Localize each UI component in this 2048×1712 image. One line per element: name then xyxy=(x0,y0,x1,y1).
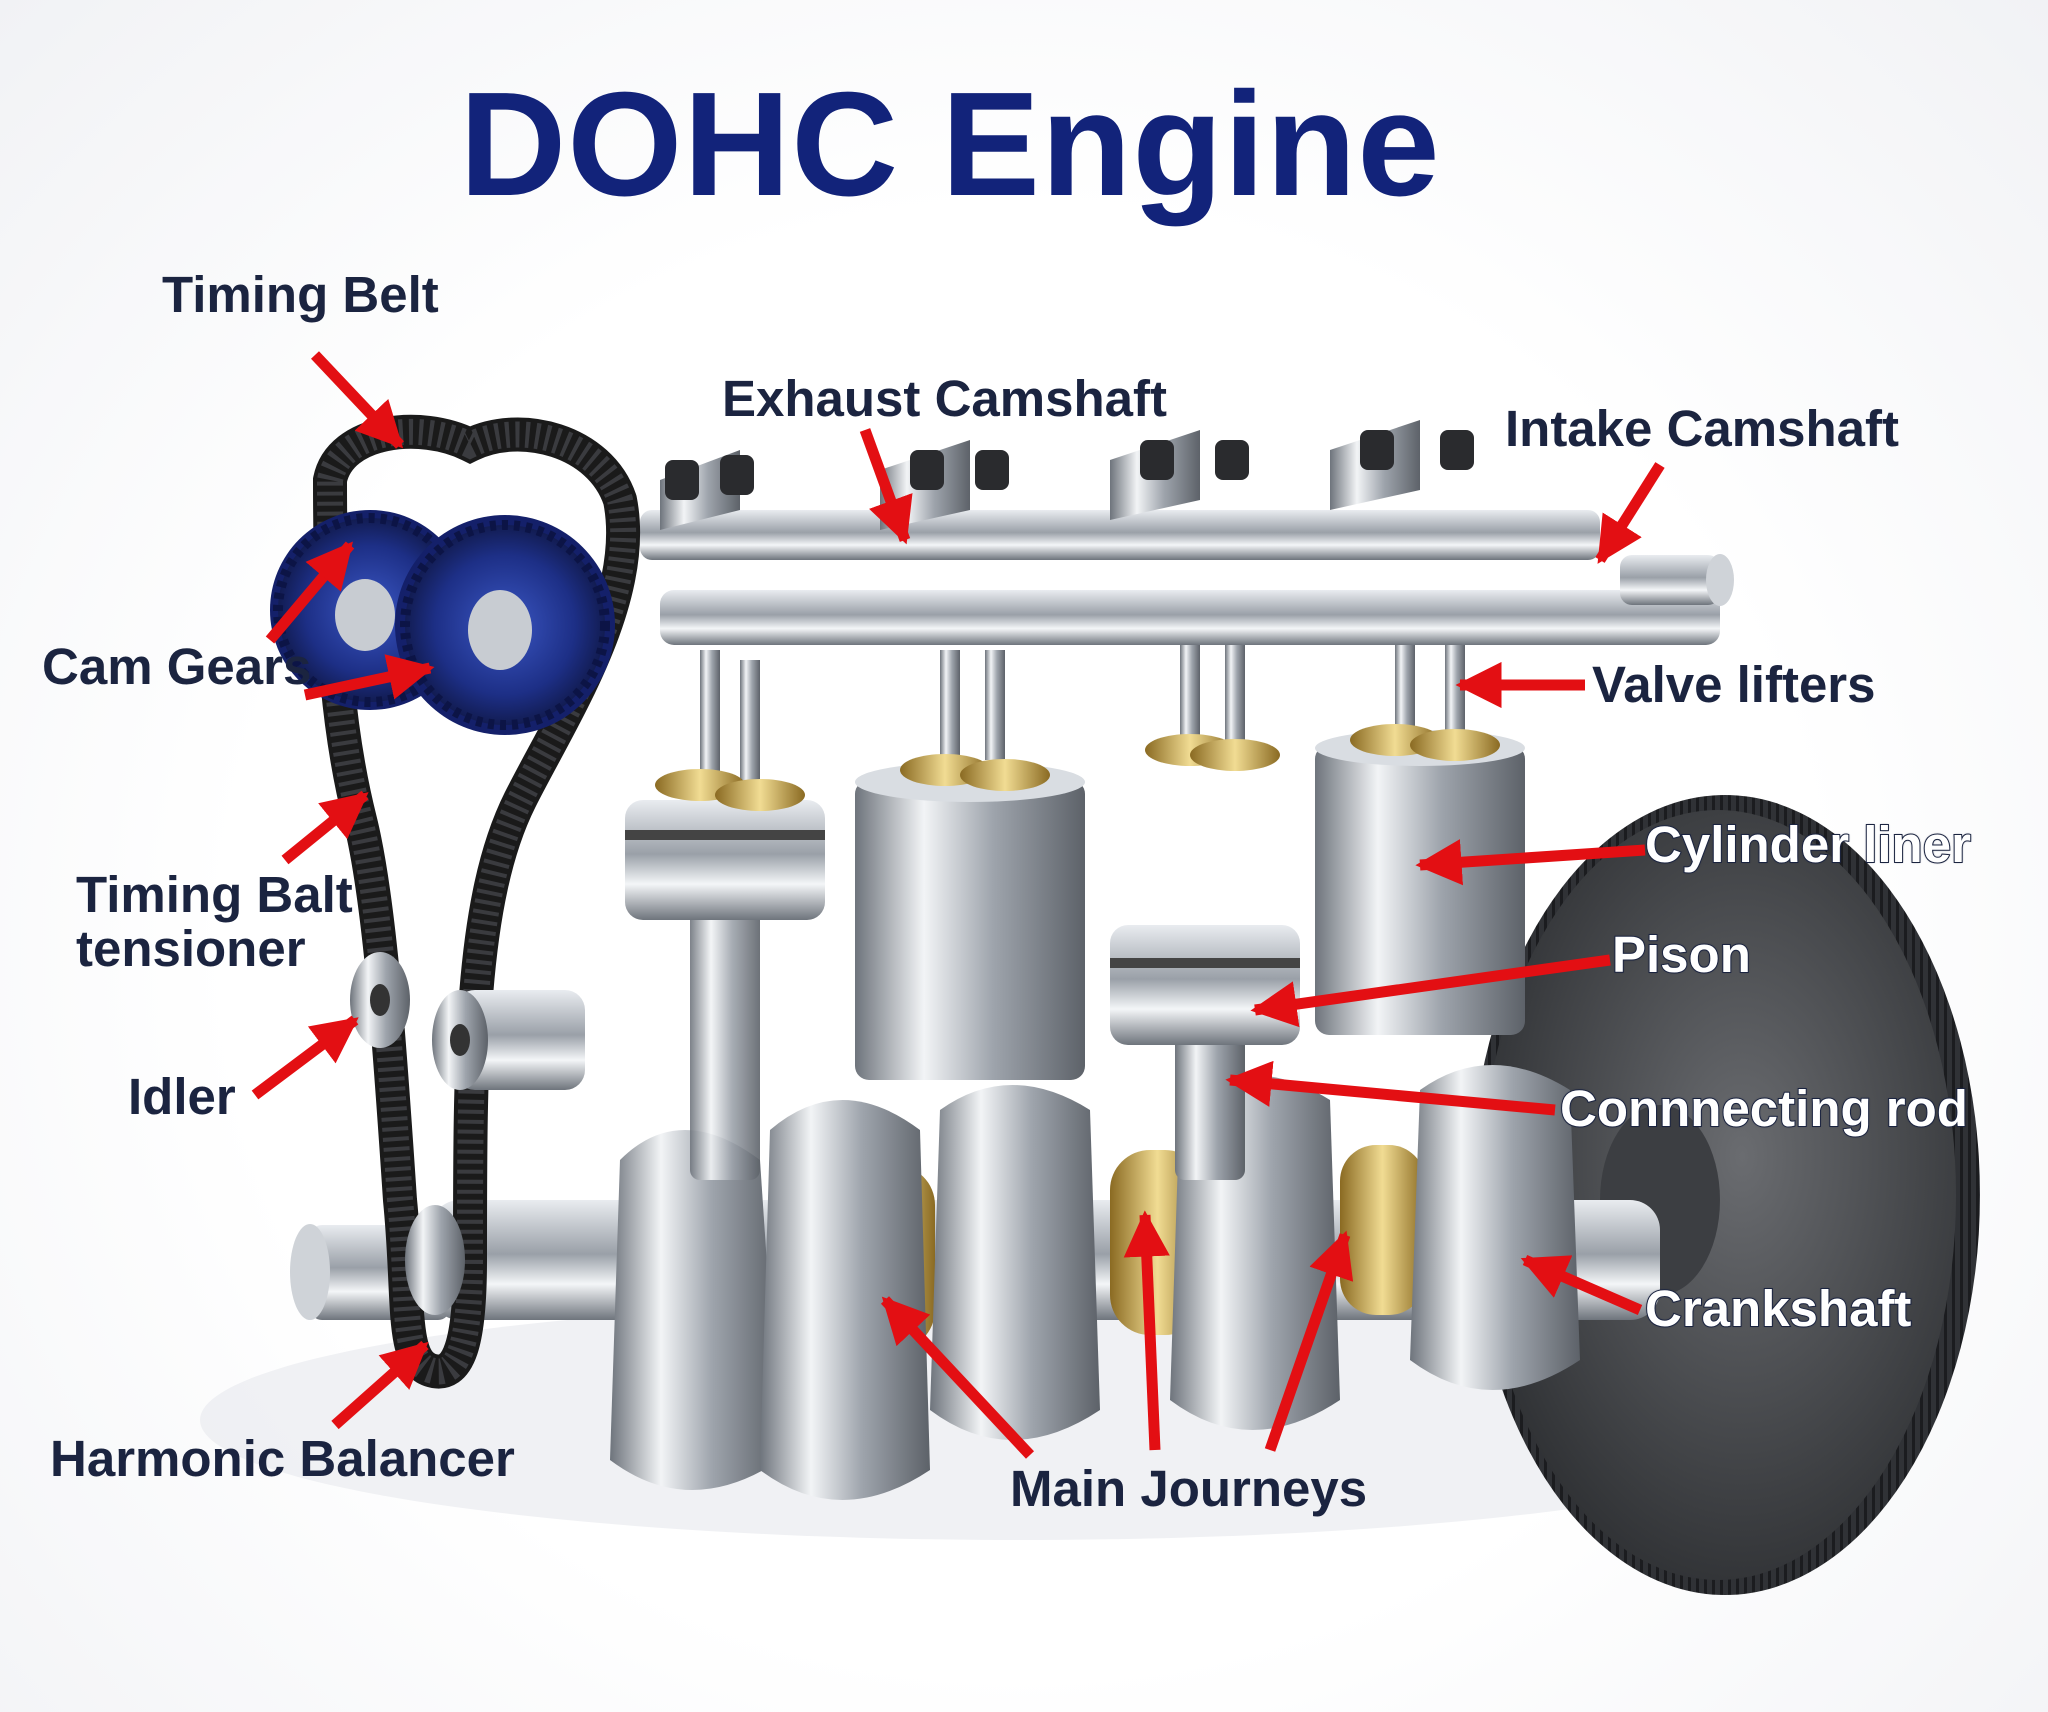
label-valve-lifters: Valve lifters xyxy=(1592,656,1876,713)
arrow-main-journey-2 xyxy=(1123,1210,1170,1451)
label-main-journeys: Main Journeys xyxy=(1010,1460,1368,1517)
label-timing-belt-tensioner-line1: Timing Balt xyxy=(76,866,353,923)
arrow-exhaust-camshaft xyxy=(859,428,913,545)
callout-arrows xyxy=(251,351,1665,1459)
page-title: DOHC Engine xyxy=(459,62,1441,227)
label-harmonic-balancer: Harmonic Balancer xyxy=(50,1430,515,1487)
arrow-cylinder-liner xyxy=(1415,839,1646,886)
arrow-piston xyxy=(1250,954,1611,1028)
label-piston: Pison xyxy=(1611,926,1752,983)
label-cam-gears: Cam Gears xyxy=(42,638,312,695)
label-crankshaft: Crankshaft xyxy=(1644,1280,1912,1337)
piston-assemblies xyxy=(625,800,1300,1180)
valves xyxy=(655,615,1500,811)
arrow-main-journey-3 xyxy=(1264,1230,1354,1452)
arrow-harmonic-balancer xyxy=(331,1340,429,1430)
arrow-crankshaft xyxy=(1520,1254,1643,1316)
label-idler: Idler xyxy=(128,1068,236,1125)
arrow-intake-camshaft xyxy=(1595,462,1665,564)
arrow-connecting-rod xyxy=(1225,1060,1556,1116)
label-exhaust-camshaft: Exhaust Camshaft xyxy=(722,370,1167,427)
arrow-tensioner xyxy=(281,790,369,865)
label-cylinder-liner: Cylinder liner xyxy=(1644,816,1972,873)
arrow-main-journey-1 xyxy=(880,1296,1035,1459)
arrow-cam-gears-1 xyxy=(265,541,355,644)
label-intake-camshaft: Intake Camshaft xyxy=(1505,400,1899,457)
pulleys xyxy=(350,952,585,1315)
arrow-timing-belt xyxy=(311,351,404,449)
flywheel xyxy=(1470,795,1980,1595)
arrow-idler xyxy=(251,1015,359,1100)
label-connecting-rod: Connnecting rod xyxy=(1559,1080,1969,1137)
label-timing-belt-tensioner-line2: tensioner xyxy=(76,920,306,977)
cam-gears xyxy=(270,510,615,735)
timing-belt xyxy=(312,414,641,1389)
label-timing-belt: Timing Belt xyxy=(162,266,439,323)
arrow-cam-gears-2 xyxy=(303,654,435,701)
